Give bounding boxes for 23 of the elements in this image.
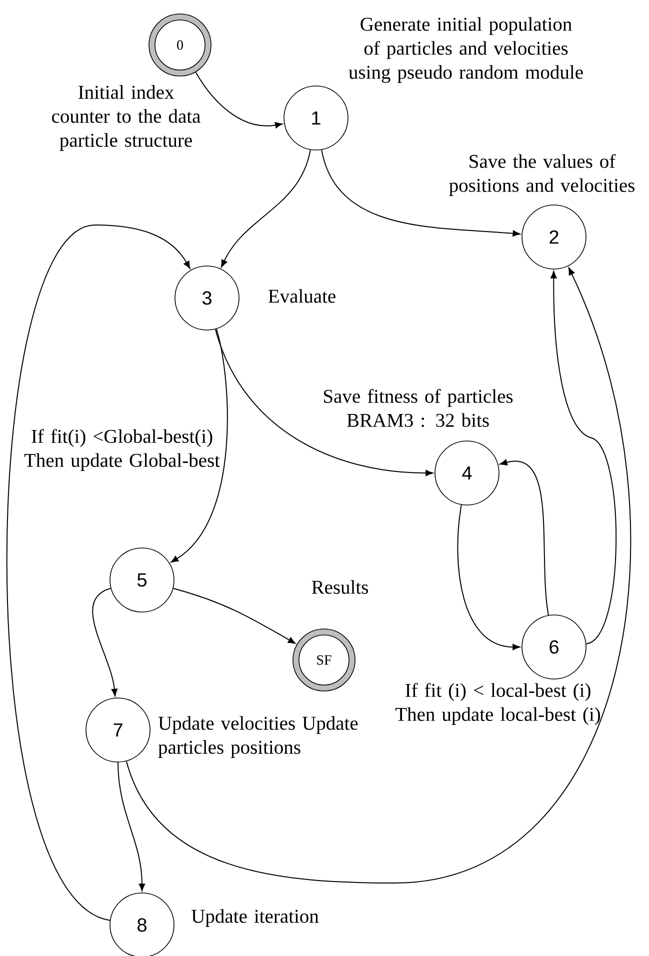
node-caption: Update velocities Update particles positions [158, 716, 358, 758]
arrow [321, 149, 520, 237]
arrow [170, 328, 228, 563]
arrow [6, 224, 190, 921]
node-caption: Results [312, 580, 368, 594]
arrow [92, 588, 118, 696]
arrow [500, 459, 549, 616]
node-caption: Initial index counter to the data particle structure [52, 85, 200, 151]
arrow [214, 328, 434, 476]
node-caption: Evaluate [268, 289, 336, 303]
node-caption: If fit (i) < local-best (i) Then update local-best (i) [395, 683, 600, 725]
node-caption: Save the values of positions and velocities [449, 154, 634, 196]
node-caption: If fit(i) <Global-best(i) Then update Global-best [24, 429, 220, 471]
node-caption: Update iteration [192, 909, 319, 927]
arrow [172, 588, 296, 644]
arrow [550, 270, 617, 644]
node-caption: Generate initial population of particles and velocities using pseudo random module [348, 17, 583, 83]
arrow [195, 72, 283, 128]
arrow [457, 504, 520, 650]
node-caption: Save fitness of particles BRAM3 : 32 bits [324, 389, 513, 428]
arrow [221, 149, 311, 268]
arrow [118, 762, 146, 892]
arrow [126, 268, 632, 884]
